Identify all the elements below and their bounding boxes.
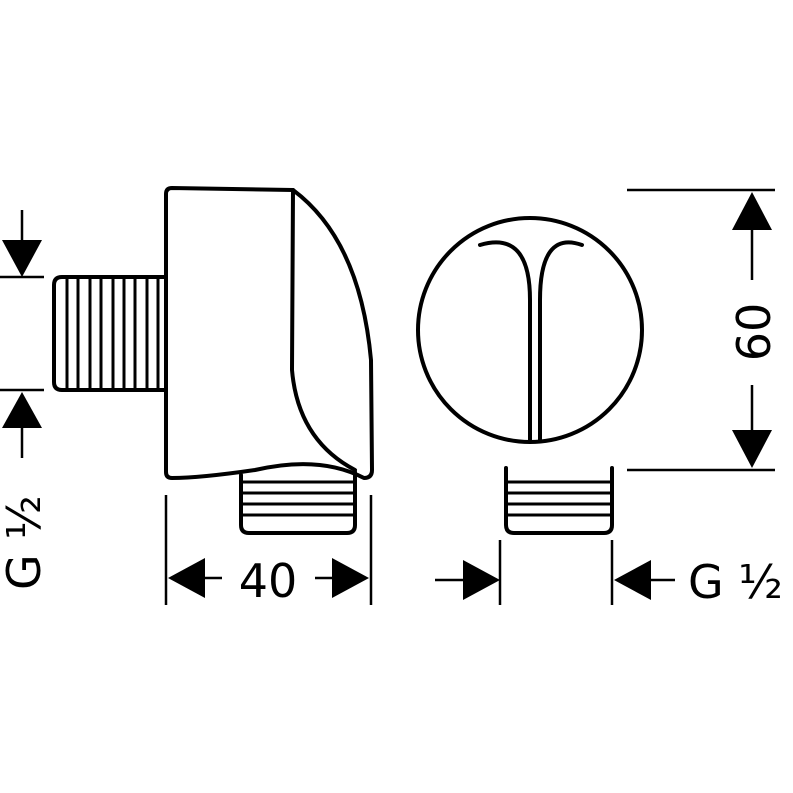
- thread-dimension-left: G ½: [0, 210, 51, 590]
- front-view: 60 G ½: [416, 188, 783, 609]
- rear-thread: [52, 275, 168, 392]
- logo-symbol: [478, 240, 584, 442]
- side-face-curve: [290, 188, 357, 472]
- side-view: G ½ 40: [0, 186, 374, 608]
- width-label: 40: [239, 554, 298, 608]
- front-thread-label: G ½: [688, 555, 783, 609]
- width-dimension: 40: [164, 495, 373, 608]
- bottom-thread-side: [239, 470, 357, 535]
- height-dimension: 60: [627, 188, 781, 472]
- bottom-thread-front: [504, 466, 614, 535]
- height-label: 60: [727, 303, 781, 362]
- side-thread-label: G ½: [0, 495, 51, 590]
- side-body: [164, 186, 374, 480]
- thread-dimension-front: G ½: [435, 540, 783, 609]
